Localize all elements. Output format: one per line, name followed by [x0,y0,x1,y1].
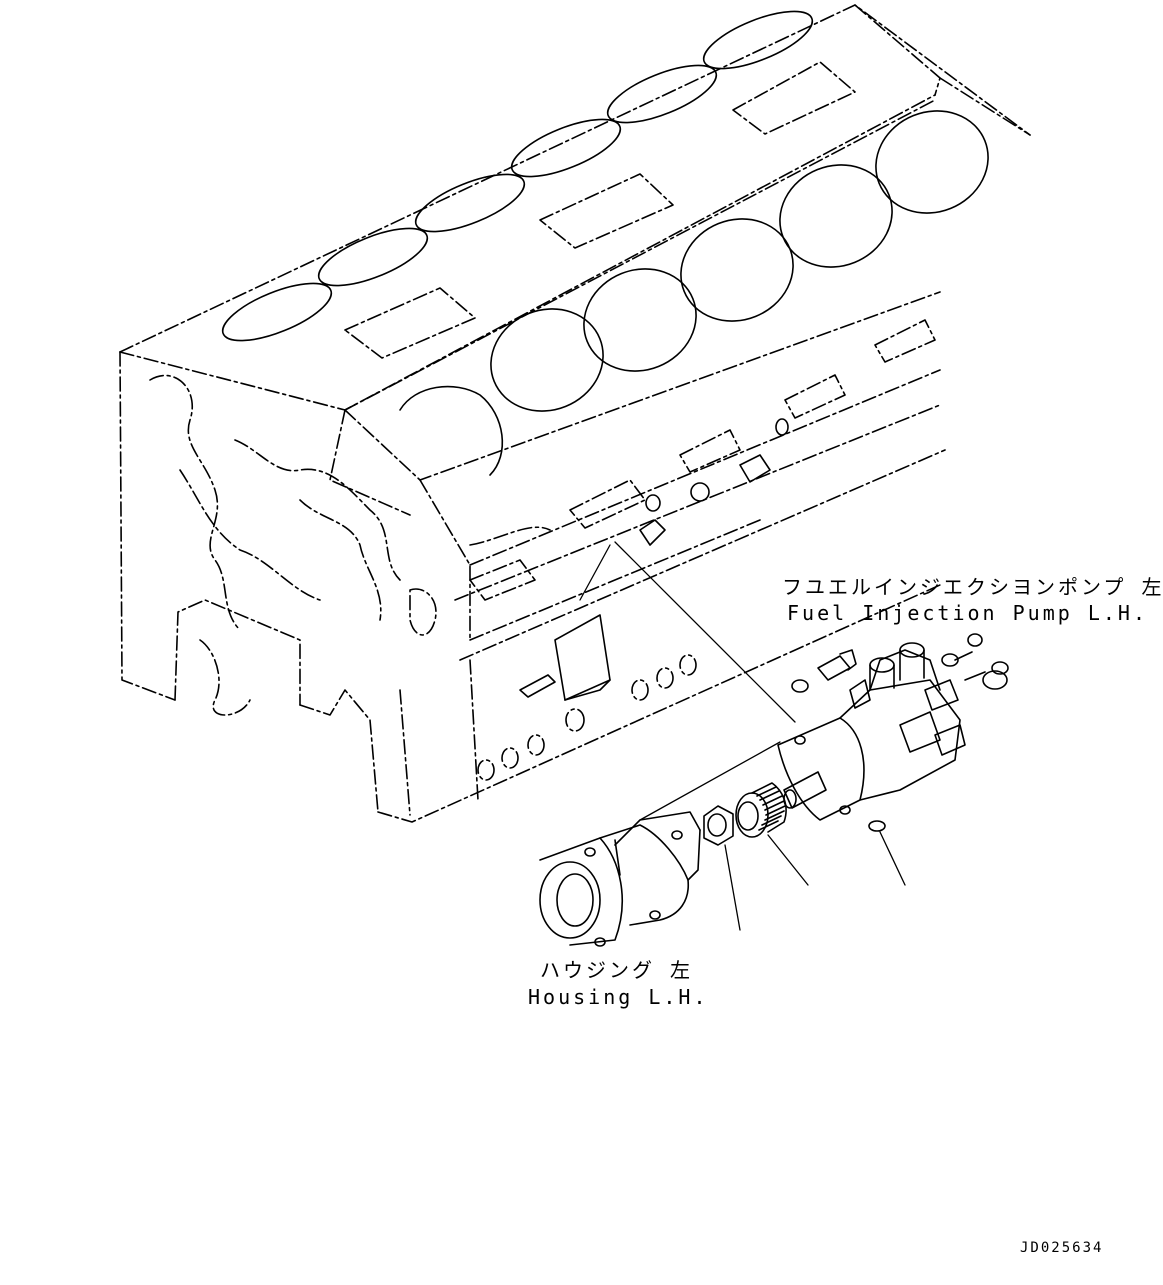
deck-ports [344,61,856,359]
top-deck-bores [221,10,814,342]
engine-block [119,4,1031,823]
housing-label-jp: ハウジング 左 [540,958,694,982]
leader-lines [724,831,906,931]
front-bores [399,110,989,476]
block-details [519,418,789,701]
housing [539,811,701,947]
assembly-centerline [579,541,796,821]
casting-contours [149,374,551,716]
nut [703,805,734,846]
pump-label-en: Fuel Injection Pump L.H. [787,601,1148,625]
key [868,820,886,832]
pump-fittings [791,633,1009,693]
pump-label-jp: フユエルインジエクシヨンポンプ 左 [782,575,1163,599]
drawing-id: JD025634 [1020,1240,1104,1256]
drive-gear [735,782,787,838]
fuel-injection-pump [777,642,966,821]
rail-bosses [469,319,936,781]
housing-label-en: Housing L.H. [528,985,709,1009]
